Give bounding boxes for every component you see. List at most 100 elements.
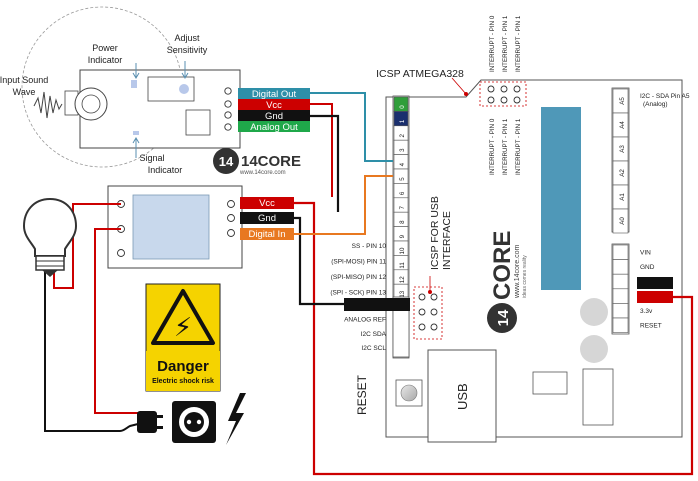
danger-title: Danger	[157, 358, 209, 375]
reset-label: RESET	[355, 374, 369, 415]
pin-tag-vcc	[238, 99, 310, 110]
power-plug-icon	[119, 411, 163, 433]
power-pin	[612, 244, 629, 260]
icsp-usb-pin	[430, 323, 438, 331]
pin-label-gnd: Gnd	[265, 111, 283, 122]
icsp-usb-label-1: ICSP FOR USB	[429, 196, 441, 270]
digital-pin-number: 1	[399, 119, 406, 123]
power-pin	[612, 273, 629, 290]
digital-pin-number: 6	[399, 191, 406, 195]
analog-pin-label: A3	[619, 145, 626, 153]
pot-knob[interactable]	[179, 84, 189, 94]
power-5v-tag	[637, 291, 673, 303]
icsp-usb-pin	[418, 293, 426, 301]
digital-pin-number: 3	[399, 148, 406, 152]
lower-left-label: ANALOG REF	[344, 316, 386, 323]
danger-subtitle: Electric shock risk	[152, 378, 214, 385]
usb-label: USB	[455, 383, 470, 410]
power-pin-label: VIN	[640, 250, 651, 257]
icsp-usb-pin	[430, 308, 438, 316]
icsp-pin	[500, 96, 508, 104]
wires	[44, 92, 694, 476]
atmega-chip	[541, 107, 581, 290]
signal-led	[133, 131, 139, 135]
capacitor-2	[580, 335, 608, 363]
power-indicator-label-1: Power	[92, 43, 118, 53]
pin-label-digital-out: Digital Out	[252, 89, 297, 100]
power-pin-label: GND	[640, 264, 655, 271]
sound-sensor-module	[21, 6, 241, 168]
brand-logo-large: 14 CORE www.14core.com ideas comes reali…	[487, 231, 528, 333]
digital-pin-number: 0	[399, 105, 406, 109]
analog-note-1: I2C - SDA Pin A5	[640, 93, 690, 100]
pin-tag-analog-out	[238, 121, 310, 132]
lower-left-label: I2C SCL	[361, 345, 386, 352]
power-pin	[612, 259, 629, 275]
digital-side-labels: SS - PIN 10(SPI-MOSI) PIN 11(SPI-MISO) P…	[330, 243, 386, 297]
icsp-usb-pin	[418, 308, 426, 316]
relay-tag-vcc	[240, 197, 294, 209]
logo-url: www.14core.com	[514, 245, 521, 299]
digital-pin-number: 8	[399, 220, 406, 224]
digital-pin-number: 13	[399, 290, 406, 297]
power-pin	[612, 303, 629, 319]
interrupt-label: INTERRUPT - PIN 1	[515, 118, 522, 175]
relay-module	[107, 185, 243, 269]
brand-name: 14CORE	[241, 153, 301, 170]
electric-bolt-icon	[226, 393, 246, 445]
power-jack	[582, 368, 614, 426]
relay-label-vcc: Vcc	[259, 198, 275, 209]
comparator-chip	[185, 109, 211, 136]
logo-tagline: ideas comes reality	[522, 255, 528, 298]
light-bulb-icon	[22, 197, 78, 277]
warning-bolt-icon: ⚡	[174, 313, 192, 343]
adjust-sensitivity-label-1: Adjust	[174, 33, 200, 43]
danger-sign: ⚡ Danger Electric shock risk	[145, 283, 221, 392]
interrupt-top-label: INTERRUPT - PIN 1	[515, 15, 522, 72]
arduino-gnd-tag	[344, 298, 410, 311]
relay-label-digital-in: Digital In	[249, 229, 286, 240]
digital-pin-number: 12	[399, 276, 406, 283]
relay-tag-digital-in	[240, 228, 294, 240]
analog-pin-label: A5	[619, 97, 626, 105]
power-pin-label: RESET	[640, 323, 662, 330]
icsp-usb-pin	[418, 323, 426, 331]
sound-wave-icon	[33, 91, 63, 119]
power-outlet-icon	[172, 401, 216, 443]
pin-tag-digital-out	[238, 88, 310, 99]
power-gnd-tag	[637, 277, 673, 289]
digital-side-label: (SPI-MOSI) PIN 11	[331, 259, 386, 266]
analog-pin-label: A4	[619, 121, 626, 129]
usb-connector	[427, 349, 497, 443]
icsp-usb-label-2: INTERFACE	[441, 211, 453, 270]
icsp-atmega-header	[479, 81, 527, 107]
pin-label-analog-out: Analog Out	[250, 122, 298, 133]
analog-pin-a0	[612, 208, 629, 234]
power-indicator-label-2: Indicator	[88, 55, 123, 65]
digital-side-label: (SPI-MISO) PIN 12	[331, 274, 387, 281]
power-pin	[612, 288, 629, 304]
icsp-pin	[500, 85, 508, 93]
analog-pin-label: A1	[619, 193, 626, 201]
relay-body	[132, 194, 210, 260]
pin-label-vcc: Vcc	[266, 100, 282, 111]
power-pin-label: 3.3v	[640, 308, 653, 315]
voltage-regulator	[532, 371, 568, 395]
input-sound-label-1: Input Sound	[0, 75, 48, 85]
interrupt-label: INTERRUPT - PIN 0	[489, 118, 496, 175]
icsp-pin	[487, 96, 495, 104]
digital-pin-number: 11	[399, 262, 406, 269]
digital-pin-number: 5	[399, 177, 406, 181]
brand-number: 14	[219, 154, 234, 169]
interrupt-label: INTERRUPT - PIN 1	[502, 118, 509, 175]
signal-indicator-label-2: Indicator	[148, 165, 183, 175]
digital-pin-number: 4	[399, 162, 406, 166]
icsp-usb-header	[413, 286, 443, 340]
logo-number: 14	[495, 309, 512, 326]
pin-tag-gnd	[238, 110, 310, 121]
reset-button[interactable]	[395, 379, 423, 407]
